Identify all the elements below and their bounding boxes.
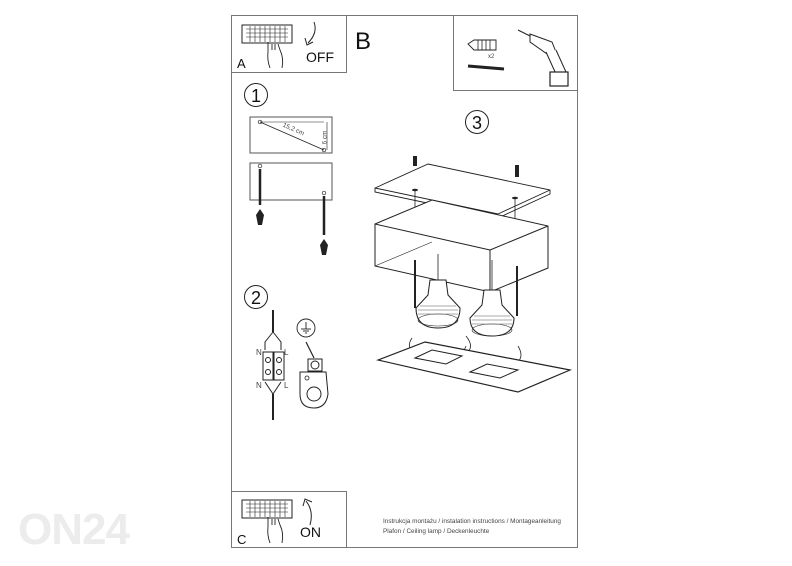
step-c-power-on-box: ON C xyxy=(231,491,347,548)
dimension-vertical-label: 6 cm xyxy=(321,130,329,145)
switch-on-label: ON xyxy=(300,524,321,540)
step-2-number: 2 xyxy=(244,285,268,309)
footer-product-name: Plafon / Ceiling lamp / Deckenleuchte xyxy=(383,528,490,535)
wall-anchor-installation-diagram xyxy=(249,162,333,255)
step-3-number: 3 xyxy=(465,110,489,134)
terminal-block-wiring-diagram xyxy=(262,310,285,420)
footer-instructions-title: Instrukcja montażu / instalation instruc… xyxy=(383,518,561,525)
step-1-number: 1 xyxy=(244,83,268,107)
step-a-power-off-box: OFF A xyxy=(231,15,347,73)
tools-required-box: x2 xyxy=(453,15,578,91)
wire-neutral-label-top: N xyxy=(256,348,262,357)
arrow-up-curve-icon xyxy=(302,498,313,526)
on24-watermark-logo: ON24 xyxy=(18,505,130,554)
section-c-letter: C xyxy=(237,532,247,547)
arrow-down-curve-icon xyxy=(304,21,316,46)
instruction-sheet-frame xyxy=(231,15,578,548)
switch-off-label: OFF xyxy=(306,49,334,65)
fuse-box-hand-icon xyxy=(241,24,293,69)
wire-live-label-bottom: L xyxy=(284,381,289,390)
drilling-template-dimension-diagram xyxy=(249,116,333,154)
ceiling-lamp-exploded-assembly-diagram xyxy=(374,156,573,393)
wire-live-label-top: L xyxy=(284,348,289,357)
anchor-quantity-label: x2 xyxy=(488,54,495,60)
wire-neutral-label-bottom: N xyxy=(256,381,262,390)
section-b-letter: B xyxy=(355,28,372,55)
ground-connection-diagram xyxy=(296,318,329,409)
wall-plug-screw-icon xyxy=(467,39,505,71)
fuse-box-hand-icon xyxy=(241,499,293,544)
cordless-drill-icon xyxy=(517,29,569,87)
section-a-letter: A xyxy=(237,56,246,71)
